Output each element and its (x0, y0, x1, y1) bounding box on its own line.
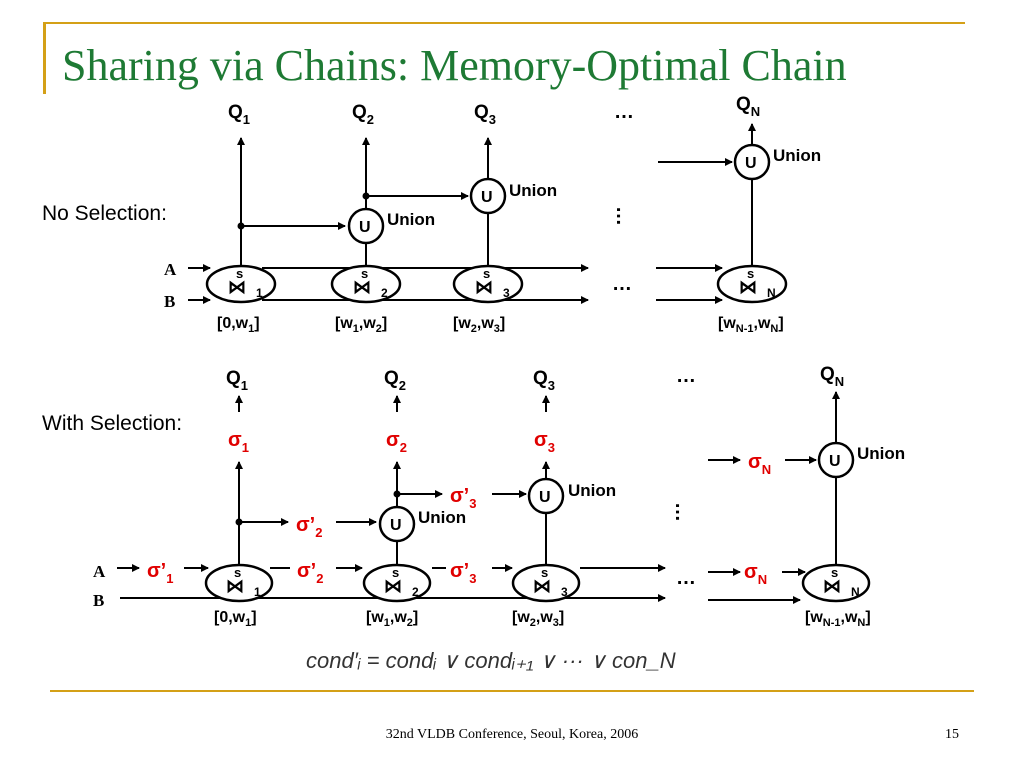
union-symbol: U (390, 517, 402, 534)
join-2-label: s ⋈ 2 (384, 565, 419, 599)
sigma-3: σ3 (534, 429, 555, 455)
input-b-label: B (164, 292, 175, 311)
with-selection-label: With Selection: (42, 412, 182, 435)
svg-text:⋈: ⋈ (475, 277, 493, 297)
svg-text:N: N (767, 286, 776, 300)
join-n-label: s ⋈ N (823, 565, 860, 599)
svg-text:2: 2 (381, 286, 388, 300)
window-label-1: [0,w1] (214, 609, 257, 629)
window-label-1: [0,w1] (217, 315, 260, 335)
query-label-n: QN (736, 94, 760, 119)
input-b-label: B (93, 591, 104, 610)
vertical-ellipsis: … (612, 206, 634, 226)
svg-text:1: 1 (254, 585, 261, 599)
join-n-label: s ⋈ N (739, 266, 776, 300)
svg-text:⋈: ⋈ (533, 576, 551, 596)
union-symbol: U (481, 189, 493, 206)
query-label-n: QN (820, 364, 844, 389)
join-3-label: s ⋈ 3 (475, 266, 510, 300)
query-label-3: Q3 (533, 368, 555, 393)
query-label-1: Q1 (226, 368, 248, 393)
title-rule (43, 22, 965, 24)
sigma-n-join: σN (744, 561, 767, 587)
title-accent-bar (43, 22, 46, 94)
svg-text:s: s (361, 266, 368, 281)
sigma-prime-2: σ’2 (296, 514, 322, 540)
query-label-3: Q3 (474, 102, 496, 127)
svg-text:s: s (234, 565, 241, 580)
svg-text:1: 1 (256, 286, 263, 300)
svg-text:⋈: ⋈ (228, 277, 246, 297)
svg-text:⋈: ⋈ (226, 576, 244, 596)
condition-formula: cond′ᵢ = condᵢ ∨ condᵢ₊₁ ∨ ··· ∨ con_N (306, 648, 676, 673)
svg-text:⋈: ⋈ (353, 277, 371, 297)
svg-text:s: s (392, 565, 399, 580)
union-symbol: U (745, 155, 757, 172)
svg-text:2: 2 (412, 585, 419, 599)
window-label-3: [w2,w3] (512, 609, 564, 629)
svg-text:⋈: ⋈ (384, 576, 402, 596)
svg-text:s: s (831, 565, 838, 580)
join-1-label: s ⋈ 1 (228, 266, 263, 300)
ellipsis: … (612, 273, 632, 295)
join-2-label: s ⋈ 2 (353, 266, 388, 300)
page-number: 15 (945, 727, 959, 742)
ellipsis: … (676, 567, 696, 589)
sigma-prime-3: σ’3 (450, 560, 476, 586)
union-label: Union (387, 210, 435, 229)
svg-text:⋈: ⋈ (823, 576, 841, 596)
ellipsis: … (614, 101, 634, 123)
footer-text: 32nd VLDB Conference, Seoul, Korea, 2006 (385, 727, 639, 742)
query-label-2: Q2 (384, 368, 406, 393)
vertical-ellipsis: … (671, 502, 693, 522)
join-1-label: s ⋈ 1 (226, 565, 261, 599)
union-symbol: U (359, 219, 371, 236)
union-symbol: U (539, 489, 551, 506)
union-symbol: U (829, 453, 841, 470)
svg-text:s: s (236, 266, 243, 281)
sigma-prime-3: σ’3 (450, 485, 476, 511)
svg-text:3: 3 (503, 286, 510, 300)
union-label: Union (773, 146, 821, 165)
window-label-2: [w1,w2] (335, 315, 387, 335)
svg-text:s: s (747, 266, 754, 281)
input-a-label: A (93, 562, 106, 581)
no-selection-label: No Selection: (42, 202, 167, 225)
window-label-n: [wN-1,wN] (805, 609, 871, 629)
union-label: Union (509, 181, 557, 200)
svg-text:⋈: ⋈ (739, 277, 757, 297)
window-label-2: [w1,w2] (366, 609, 418, 629)
window-label-n: [wN-1,wN] (718, 315, 784, 335)
input-a-label: A (164, 260, 177, 279)
query-label-1: Q1 (228, 102, 250, 127)
join-3-label: s ⋈ 3 (533, 565, 568, 599)
sigma-prime-1: σ’1 (147, 560, 173, 586)
union-label: Union (418, 508, 466, 527)
sigma-prime-2: σ’2 (297, 560, 323, 586)
ellipsis: … (676, 365, 696, 387)
svg-text:N: N (851, 585, 860, 599)
svg-text:3: 3 (561, 585, 568, 599)
union-label: Union (857, 444, 905, 463)
sigma-2: σ2 (386, 429, 407, 455)
sigma-n-union: σN (748, 451, 771, 477)
svg-text:s: s (541, 565, 548, 580)
union-label: Union (568, 481, 616, 500)
sigma-1: σ1 (228, 429, 249, 455)
svg-text:s: s (483, 266, 490, 281)
query-label-2: Q2 (352, 102, 374, 127)
slide-title: Sharing via Chains: Memory-Optimal Chain (62, 41, 847, 90)
window-label-3: [w2,w3] (453, 315, 505, 335)
footer-rule (50, 690, 974, 692)
